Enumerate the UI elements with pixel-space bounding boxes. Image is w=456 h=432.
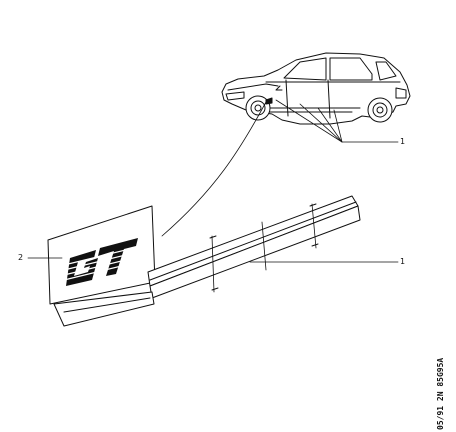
callout-2-badge: 2 xyxy=(18,253,24,262)
side-moulding-part xyxy=(53,195,361,327)
reference-code: 05/91 2N 85G95A xyxy=(436,357,445,430)
callout-1-moulding: 1 xyxy=(400,257,406,266)
leader-lines-parts xyxy=(27,257,399,263)
leader-lines-car xyxy=(161,99,399,237)
car-illustration xyxy=(221,52,411,125)
callout-1-car: 1 xyxy=(400,137,406,146)
gt-badge-part xyxy=(47,205,156,305)
